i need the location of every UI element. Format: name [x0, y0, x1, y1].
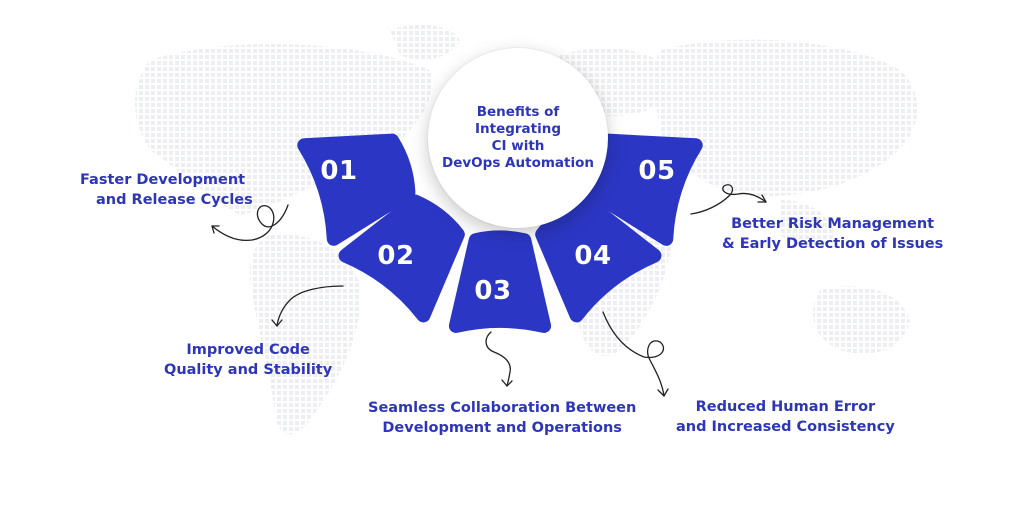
step-label-05: Better Risk Management & Early Detection… — [722, 214, 943, 254]
step-label-line: Better Risk Management — [731, 216, 935, 232]
step-label-02: Improved Code Quality and Stability — [164, 340, 332, 380]
map-australia — [812, 286, 910, 354]
step-label-line: Seamless Collaboration Between — [368, 400, 637, 416]
center-title-line: Benefits of Integrating — [474, 104, 562, 137]
center-title-circle: Benefits of Integrating CI with DevOps A… — [428, 48, 608, 228]
step-number-01: 01 — [320, 156, 358, 186]
step-label-line: Reduced Human Error — [695, 399, 876, 415]
center-title-line: CI with — [491, 138, 545, 154]
map-south-america — [249, 234, 361, 435]
step-number-03: 03 — [474, 276, 512, 306]
step-label-line: and Release Cycles — [96, 192, 253, 208]
step-label-line: Quality and Stability — [164, 362, 333, 378]
step-number-02: 02 — [377, 241, 415, 271]
step-label-line: Improved Code — [186, 342, 310, 358]
segment-02 — [338, 194, 465, 323]
map-southeast-asia — [780, 200, 835, 246]
step-label-01: Faster Development and Release Cycles — [80, 170, 253, 210]
map-asia — [654, 39, 918, 197]
map-north-america — [135, 43, 432, 216]
step-label-line: Development and Operations — [382, 420, 622, 436]
segment-01 — [297, 133, 416, 246]
step-label-04: Reduced Human Error and Increased Consis… — [676, 397, 895, 437]
center-title-line: DevOps Automation — [442, 155, 594, 171]
step-label-03: Seamless Collaboration Between Developme… — [368, 398, 636, 438]
map-greenland — [390, 24, 460, 60]
step-label-line: and Increased Consistency — [676, 419, 895, 435]
step-number-05: 05 — [638, 156, 676, 186]
step-number-04: 04 — [574, 241, 612, 271]
step-label-line: & Early Detection of Issues — [722, 236, 944, 252]
step-label-line: Faster Development — [80, 172, 246, 188]
segment-03 — [448, 230, 552, 333]
center-title: Benefits of Integrating CI with DevOps A… — [433, 104, 603, 172]
